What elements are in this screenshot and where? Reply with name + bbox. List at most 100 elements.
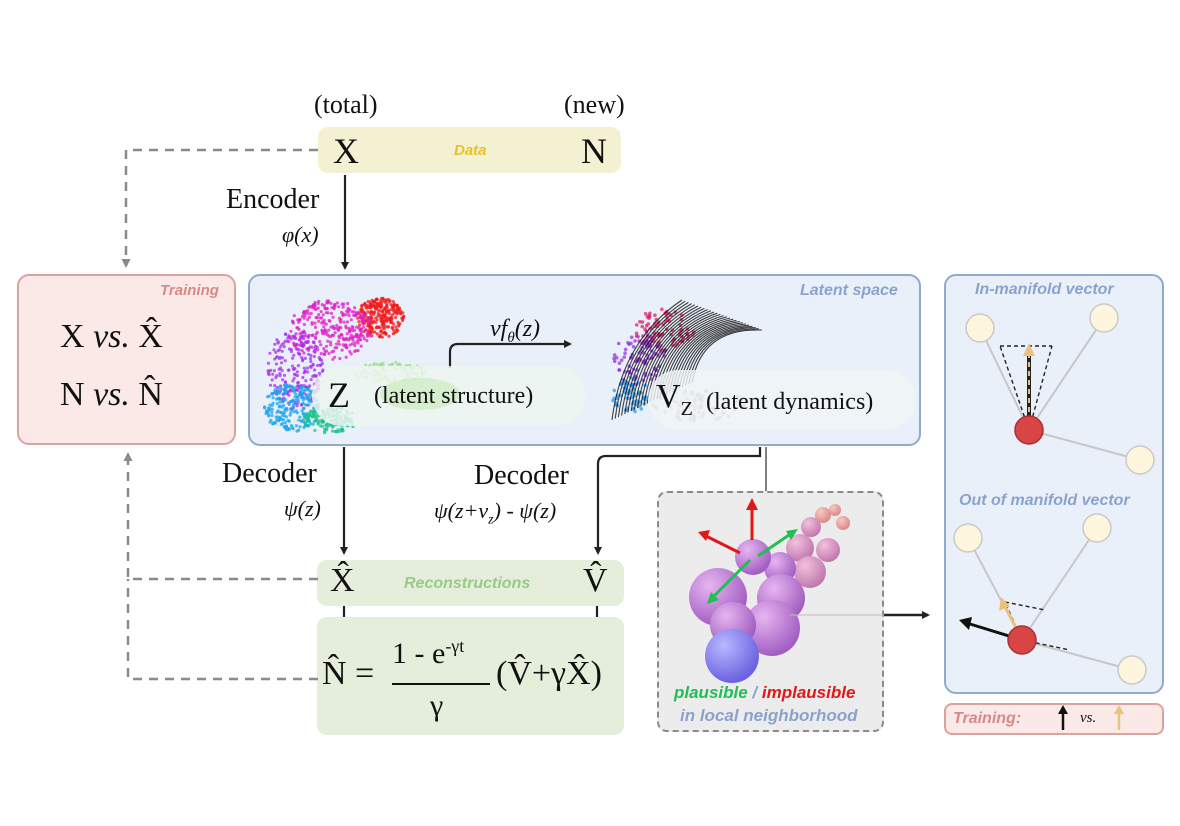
- formula-rhs: (V̂+γX̂): [496, 655, 602, 692]
- latent-point: [293, 386, 297, 390]
- latent-dynamics-point: [631, 344, 636, 349]
- latent-point: [288, 389, 292, 393]
- latent-point: [266, 395, 270, 399]
- latent-point: [283, 398, 288, 402]
- latent-dynamics-point: [619, 358, 624, 363]
- latent-point: [309, 378, 313, 382]
- latent-point: [397, 323, 401, 327]
- latent-point: [366, 330, 370, 335]
- latent-point: [306, 311, 310, 316]
- latent-point: [322, 347, 326, 351]
- latent-point: [296, 395, 300, 399]
- training-line-2: N vs. N̂: [60, 376, 163, 414]
- latent-point: [390, 362, 394, 366]
- latent-point: [302, 322, 306, 327]
- latent-point: [394, 325, 398, 329]
- latent-point: [345, 336, 349, 340]
- latent-point: [266, 361, 271, 365]
- latent-point: [309, 357, 313, 361]
- streamline: [630, 306, 702, 412]
- latent-point: [389, 321, 393, 325]
- latent-point: [340, 310, 344, 314]
- latent-point: [307, 396, 311, 400]
- vf-label: vfθ(z): [490, 316, 540, 347]
- training-vs-2: vs.: [93, 376, 130, 413]
- latent-point: [321, 313, 325, 317]
- latent-point: [304, 310, 308, 314]
- latent-point: [323, 431, 327, 435]
- vf-arg: (z): [514, 316, 541, 342]
- latent-point: [362, 337, 366, 341]
- latent-point: [276, 389, 280, 393]
- formula-box: [317, 617, 624, 735]
- latent-point: [303, 424, 307, 428]
- latent-point: [302, 406, 306, 411]
- latent-point: [304, 334, 308, 338]
- latent-point: [271, 372, 275, 376]
- latent-point: [321, 368, 325, 372]
- latent-point: [319, 343, 323, 347]
- latent-point: [344, 355, 348, 359]
- training-legend-label: Training:: [953, 710, 1022, 727]
- latent-point: [292, 341, 296, 345]
- latent-point: [341, 313, 345, 317]
- latent-point: [395, 310, 399, 314]
- latent-dynamics-point: [633, 339, 637, 343]
- latent-dynamics-point: [615, 355, 619, 360]
- latent-point: [378, 325, 382, 329]
- latent-point: [325, 349, 329, 353]
- latent-point: [296, 326, 300, 330]
- decoder-right-fn-sub: z: [488, 512, 494, 528]
- latent-point: [380, 296, 384, 300]
- latent-point: [375, 305, 379, 309]
- latent-point: [364, 363, 368, 367]
- latent-point: [333, 331, 337, 335]
- neighborhood-spheres: [689, 504, 850, 683]
- latent-point: [286, 368, 290, 372]
- neighborhood-caption-line1: plausible / implausible: [674, 683, 855, 703]
- latent-point: [313, 344, 318, 348]
- latent-point: [331, 349, 336, 353]
- latent-point: [313, 346, 317, 351]
- latent-point: [300, 391, 304, 395]
- latent-point: [306, 317, 310, 322]
- data-n-symbol: N: [581, 131, 607, 171]
- latent-point: [267, 373, 271, 377]
- latent-point: [387, 325, 391, 329]
- latent-point: [337, 342, 341, 346]
- latent-point: [292, 388, 296, 393]
- latent-point: [310, 321, 314, 325]
- latent-point: [268, 351, 272, 355]
- latent-point: [319, 352, 323, 356]
- latent-point: [295, 384, 299, 388]
- latent-point: [353, 349, 357, 353]
- total-header: (total): [314, 90, 378, 119]
- latent-point: [303, 340, 308, 344]
- latent-point: [296, 388, 300, 392]
- latent-point: [390, 313, 394, 317]
- in-manifold-title: In-manifold vector: [975, 281, 1114, 298]
- latent-point: [323, 332, 327, 336]
- latent-point: [301, 337, 306, 341]
- training-n-hat: N̂: [138, 376, 163, 413]
- latent-point: [270, 413, 274, 418]
- latent-point: [366, 315, 370, 319]
- latent-point: [283, 339, 287, 343]
- training-x: X: [60, 318, 85, 355]
- latent-point: [318, 339, 322, 344]
- latent-dynamics-point: [644, 329, 649, 334]
- latent-point: [344, 324, 348, 328]
- latent-point: [356, 312, 360, 316]
- latent-point: [291, 364, 295, 368]
- latent-point: [291, 405, 295, 409]
- latent-dynamics-point: [640, 320, 645, 324]
- latent-point: [282, 345, 286, 349]
- latent-point: [381, 320, 385, 324]
- neighborhood-arrowheads: [698, 498, 798, 604]
- latent-point: [292, 334, 297, 338]
- latent-point: [306, 335, 310, 339]
- v-sub: Z: [680, 397, 693, 420]
- latent-point: [345, 320, 350, 324]
- latent-point: [357, 323, 362, 327]
